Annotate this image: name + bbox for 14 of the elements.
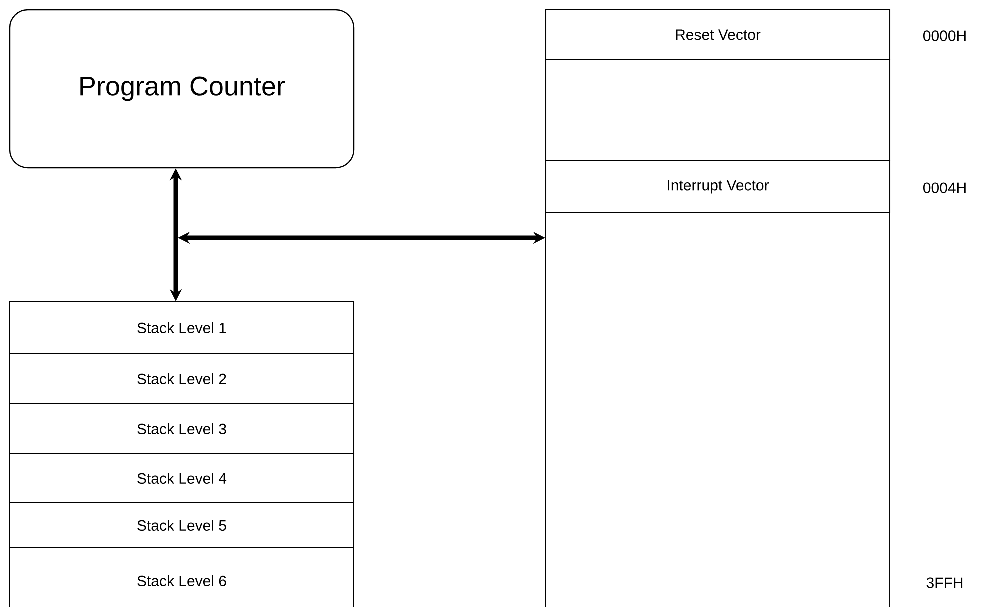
memory-cell: Stack Level 5	[10, 502, 354, 548]
memory-block	[546, 60, 891, 162]
memory-cell: Interrupt Vector	[546, 160, 891, 214]
memory-cell: Stack Level 3	[10, 404, 354, 454]
memory-cell: Stack Level 1	[10, 302, 354, 354]
memory-block	[546, 212, 891, 607]
register-box: Program Counter	[9, 9, 355, 169]
memory-cell: Stack Level 2	[10, 354, 354, 404]
address-label: 0000H	[924, 30, 966, 42]
address-label: 3FFH	[926, 578, 963, 588]
address-label: 0004H	[924, 182, 966, 194]
memory-cell: Stack Level 4	[10, 454, 354, 504]
memory-cell: Stack Level 6	[10, 548, 354, 607]
memory-cell: Reset Vector	[546, 10, 891, 60]
